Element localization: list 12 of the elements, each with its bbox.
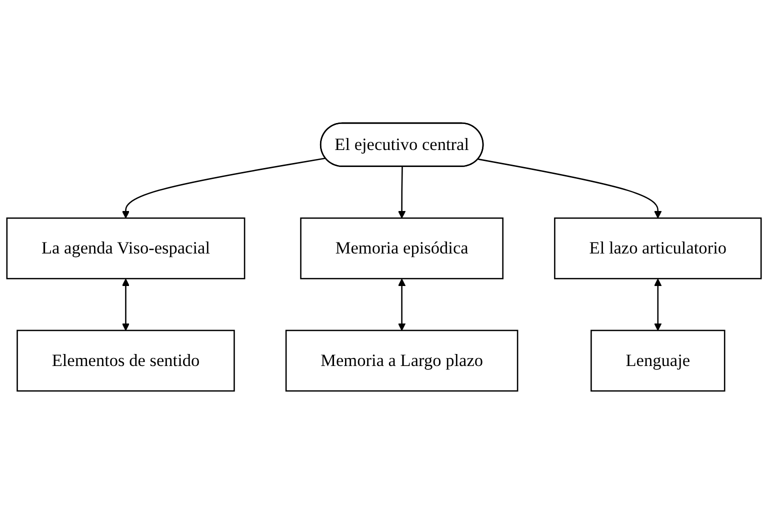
arrow	[398, 166, 406, 218]
node-box: La agenda Viso-espacial	[6, 217, 246, 280]
arrow	[478, 158, 662, 218]
arrow	[122, 158, 326, 218]
node-box: Lenguaje	[590, 330, 726, 392]
arrow	[654, 278, 662, 331]
arrow	[122, 278, 130, 331]
node-box: Elementos de sentido	[16, 330, 235, 392]
node-box: El lazo articulatorio	[554, 217, 762, 280]
arrow	[398, 278, 406, 331]
node-box: Memoria a Largo plazo	[285, 330, 518, 392]
node-box: Memoria episódica	[300, 217, 504, 280]
